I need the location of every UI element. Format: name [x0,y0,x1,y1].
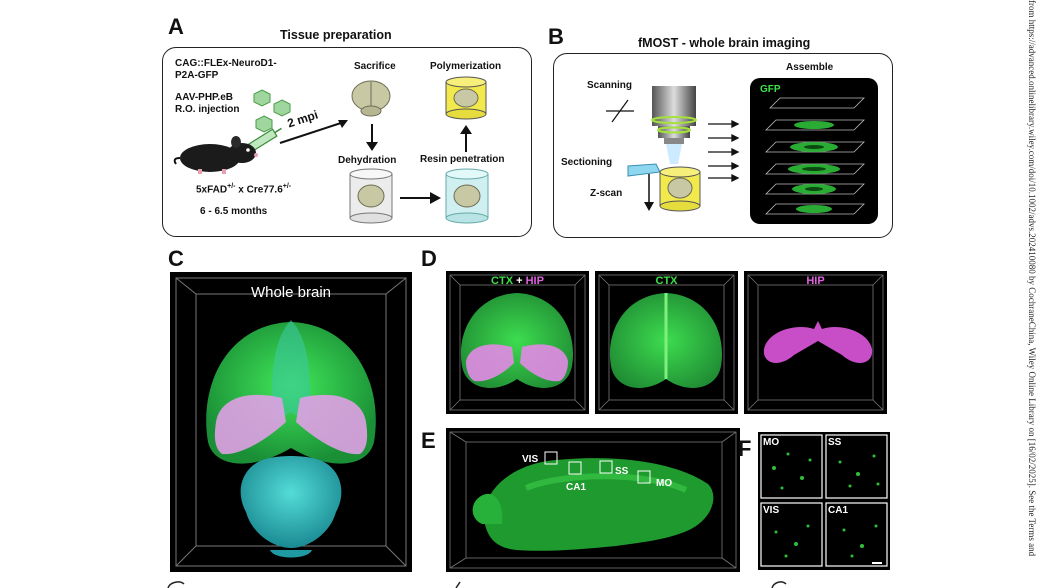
panel-b-label: B [548,24,564,49]
tile-ss: SS [828,437,842,448]
panel-f-label: F [738,436,752,461]
tile-mo: MO [763,437,780,448]
cylinder-polymerization [445,76,487,120]
panel-b-title: fMOST - whole brain imaging [638,36,811,50]
genotype-sup-1: +/- [227,183,236,190]
whole-brain-render [175,277,407,567]
cylinder-resin [445,168,489,224]
zscan-arrow [644,174,654,211]
tile-grid [758,432,890,570]
scan-direction-icon [606,99,634,123]
tile-vis: VIS [763,505,780,516]
arrow-down [366,124,378,151]
genotype-label: 5xFAD+/- x Cre77.6+/- [196,183,291,195]
gfp-label: GFP [760,84,781,95]
next-panel-hints [167,581,787,588]
zscan-label: Z-scan [590,188,623,199]
region-ss: SS [615,466,629,477]
assemble-arrows [708,119,740,183]
region-ca1: CA1 [566,482,587,493]
d-view-1-label: CTX + HIP [446,275,589,287]
section-stack [765,97,865,215]
step-polymerization: Polymerization [430,61,502,72]
construct-label: CAG::FLEx-NeuroD1- P2A-GFP [175,58,277,81]
genotype-sup-2: +/- [282,183,292,190]
arrow-up [460,125,472,152]
region-mo: MO [656,478,673,489]
d-view-3-label: HIP [806,275,825,287]
panel-a-title: Tissue preparation [280,28,392,42]
d-render [449,274,884,411]
side-license-text: from https://advanced.onlinelibrary.wile… [1027,0,1037,557]
panel-c-label: C [168,246,184,271]
sagittal-render [449,431,737,569]
genotype-mid: x Cre77.6 [235,184,283,196]
step-dehydration: Dehydration [338,155,397,166]
d-view-2-label: CTX [655,275,678,287]
sectioning-label: Sectioning [561,157,613,168]
panel-e-label: E [421,428,436,453]
plus-sign: + [513,275,526,287]
ctx-label-1: CTX [491,275,514,287]
virus-icons [253,89,291,133]
brain-icon-sacrifice [351,80,391,117]
age-label: 6 - 6.5 months [200,206,268,217]
assemble-label: Assemble [786,62,834,73]
tile-render [760,434,888,567]
step-resin: Resin penetration [420,154,505,165]
genotype-main: 5xFAD [196,184,228,196]
whole-brain-title: Whole brain [250,284,332,301]
mouse-icon [173,136,258,174]
tile-ca1: CA1 [828,505,849,516]
panel-d-label: D [421,246,437,271]
hip-label-1: HIP [525,275,544,287]
scanning-label: Scanning [587,80,633,91]
cylinder-dehydration [349,168,393,224]
arrow-right [400,192,441,204]
region-vis: VIS [522,454,539,465]
step-sacrifice: Sacrifice [354,61,396,72]
sample-cylinder [659,166,701,212]
objective-lens-icon [651,86,697,164]
panel-a-label: A [168,14,184,39]
vector-label: AAV-PHP.eB R.O. injection [175,92,240,115]
